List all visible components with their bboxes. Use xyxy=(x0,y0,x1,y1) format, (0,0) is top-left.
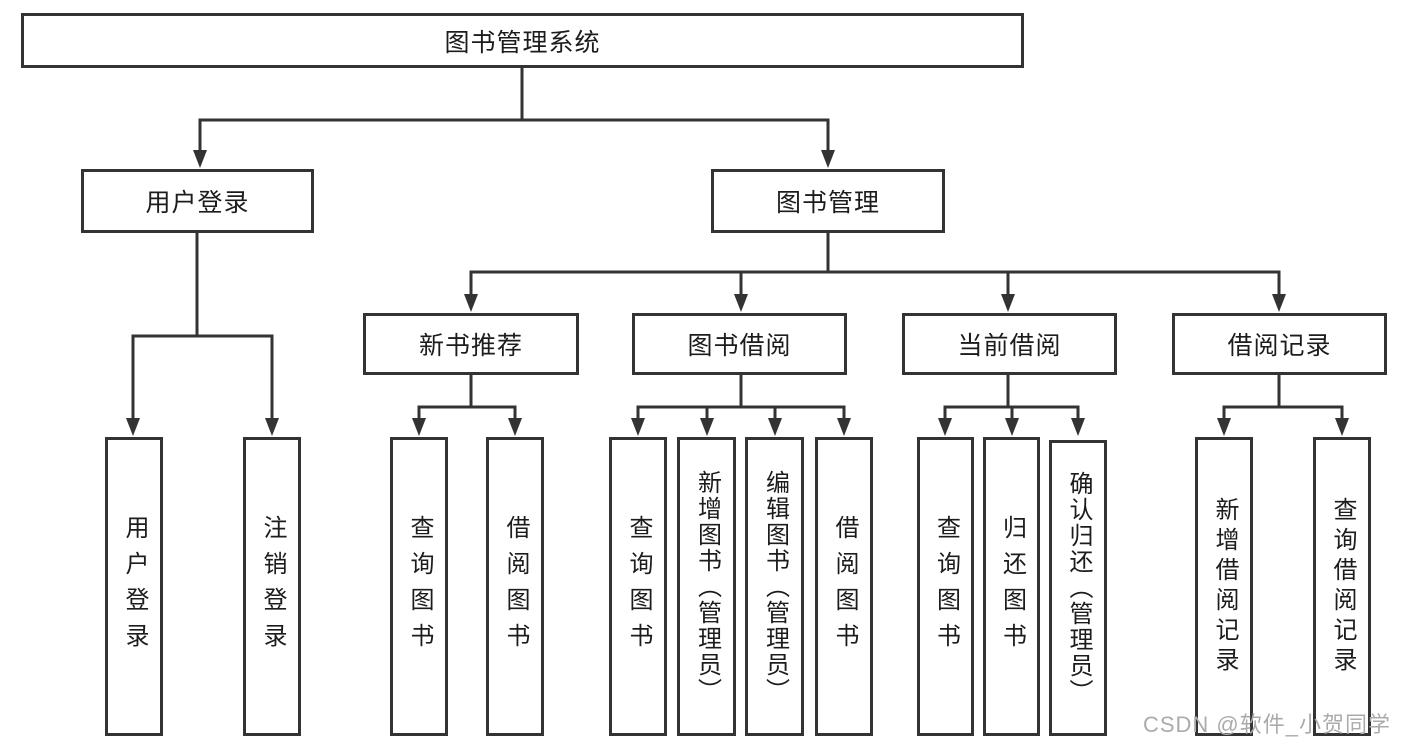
node-current-borrowing-label: 当前借阅 xyxy=(957,332,1062,360)
leaf-logout: 注销登录 xyxy=(243,437,301,736)
leaf-query-borrow-record-label: 查询借阅记录 xyxy=(1329,496,1356,677)
node-book-management-label: 图书管理 xyxy=(775,189,880,217)
leaf-edit-book-admin: 编辑图书（管理员） xyxy=(745,437,804,736)
leaf-borrow-books-recommend: 借阅图书 xyxy=(486,437,544,736)
leaf-query-books-recommend: 查询图书 xyxy=(390,437,448,736)
node-new-book-recommendation: 新书推荐 xyxy=(363,313,579,375)
leaf-logout-label: 注销登录 xyxy=(259,514,286,659)
node-book-borrowing-label: 图书借阅 xyxy=(687,332,792,360)
arrowheads xyxy=(126,150,1349,436)
leaf-borrow-books-borrowing: 借阅图书 xyxy=(815,437,873,736)
leaf-return-book-label: 归还图书 xyxy=(998,514,1026,659)
node-current-borrowing: 当前借阅 xyxy=(902,313,1117,375)
node-book-management: 图书管理 xyxy=(711,169,945,233)
leaf-user-login: 用户登录 xyxy=(105,437,163,736)
leaf-user-login-label: 用户登录 xyxy=(121,514,148,659)
node-user-login-label: 用户登录 xyxy=(145,189,250,217)
leaf-add-borrow-record: 新增借阅记录 xyxy=(1195,437,1253,736)
leaf-query-borrow-record: 查询借阅记录 xyxy=(1313,437,1371,736)
node-new-book-recommendation-label: 新书推荐 xyxy=(418,332,523,360)
leaf-borrow-books-borrowing-label: 借阅图书 xyxy=(831,514,858,659)
leaf-query-books-borrowing: 查询图书 xyxy=(609,437,667,736)
node-root: 图书管理系统 xyxy=(21,13,1024,68)
leaf-query-books-borrowing-label: 查询图书 xyxy=(625,514,652,659)
node-user-login: 用户登录 xyxy=(81,169,314,233)
node-borrowing-records-label: 借阅记录 xyxy=(1227,332,1332,360)
leaf-add-book-admin-label: 新增图书（管理员） xyxy=(693,469,721,704)
leaf-query-books-recommend-label: 查询图书 xyxy=(406,514,433,659)
leaf-confirm-return-admin-label: 确认归还（管理员） xyxy=(1065,471,1092,705)
node-borrowing-records: 借阅记录 xyxy=(1172,313,1387,375)
leaf-borrow-books-recommend-label: 借阅图书 xyxy=(502,514,529,659)
leaf-return-book: 归还图书 xyxy=(983,437,1040,736)
leaf-confirm-return-admin: 确认归还（管理员） xyxy=(1049,440,1107,736)
leaf-edit-book-admin-label: 编辑图书（管理员） xyxy=(761,469,789,704)
node-root-label: 图书管理系统 xyxy=(444,28,601,57)
leaf-query-books-current: 查询图书 xyxy=(917,437,974,736)
csdn-watermark: CSDN @软件_小贺同学 xyxy=(1142,712,1391,737)
node-book-borrowing: 图书借阅 xyxy=(632,313,847,375)
leaf-add-borrow-record-label: 新增借阅记录 xyxy=(1211,496,1238,677)
leaf-add-book-admin: 新增图书（管理员） xyxy=(677,437,736,736)
leaf-query-books-current-label: 查询图书 xyxy=(932,514,960,659)
